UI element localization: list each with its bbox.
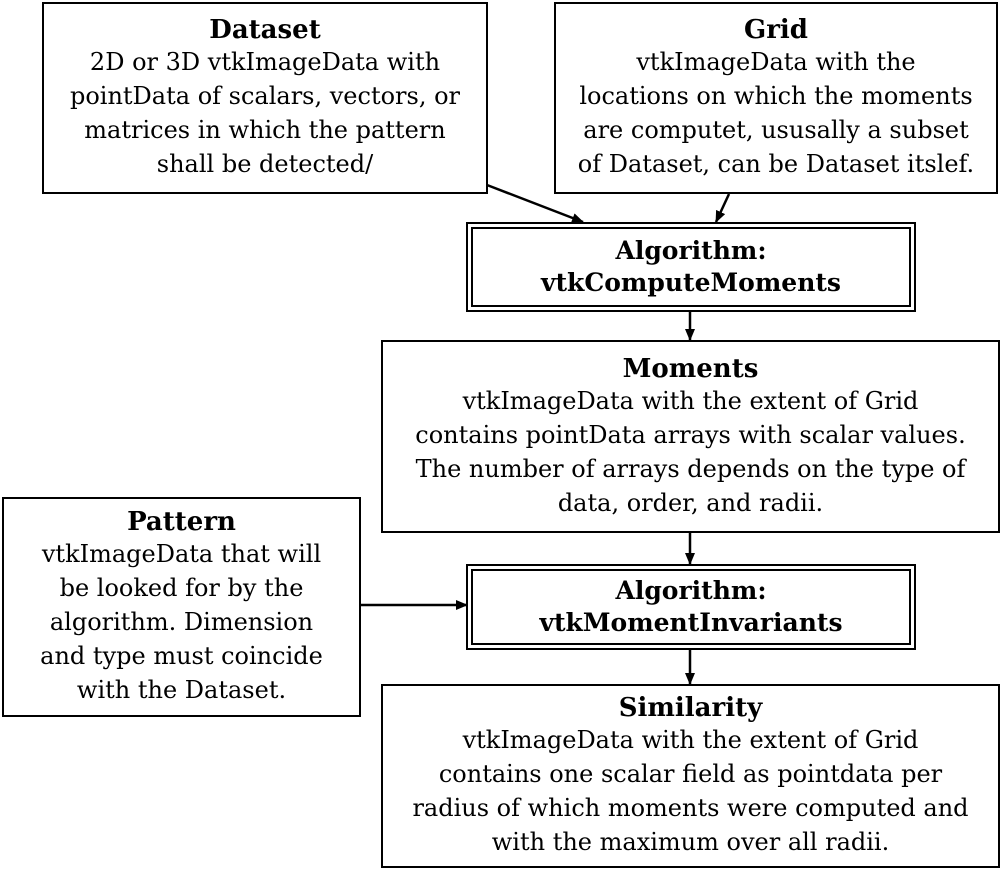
dataset-line-2: pointData of scalars, vectors, or: [69, 82, 461, 110]
similarity-title: Similarity: [618, 693, 763, 723]
arrow-grid-to-compute: [714, 193, 731, 223]
pattern-title: Pattern: [127, 507, 236, 537]
compute-line-1: Algorithm:: [615, 236, 767, 265]
pattern-line-2: be looked for by the: [59, 574, 304, 602]
dataset-title: Dataset: [209, 15, 321, 45]
similarity-node: Similarity vtkImageData with the extent …: [381, 684, 1000, 868]
grid-title: Grid: [744, 15, 808, 45]
grid-node: Grid vtkImageData with the locations on …: [554, 2, 998, 194]
dataset-line-3: matrices in which the pattern: [84, 116, 446, 144]
moment-invariants-node: Algorithm: vtkMomentInvariants: [466, 564, 916, 650]
moments-title: Moments: [622, 353, 759, 384]
pattern-node: Pattern vtkImageData that will be looked…: [2, 497, 361, 717]
grid-line-2: locations on which the moments: [579, 82, 973, 110]
similarity-line-3: radius of which moments were computed an…: [412, 794, 969, 822]
invariants-line-2: vtkMomentInvariants: [539, 608, 843, 637]
dataset-line-1: 2D or 3D vtkImageData with: [89, 48, 441, 76]
dataset-node: Dataset 2D or 3D vtkImageData with point…: [42, 2, 488, 194]
similarity-line-1: vtkImageData with the extent of Grid: [462, 726, 919, 754]
pattern-line-4: and type must coincide: [40, 642, 323, 670]
similarity-line-4: with the maximum over all radii.: [491, 828, 890, 856]
grid-line-1: vtkImageData with the: [636, 48, 916, 76]
pattern-line-1: vtkImageData that will: [41, 540, 322, 568]
grid-line-3: are computet, ususally a subset: [583, 116, 969, 144]
pattern-line-3: algorithm. Dimension: [49, 608, 314, 636]
arrow-dataset-to-compute: [486, 183, 584, 224]
compute-line-2: vtkComputeMoments: [540, 268, 842, 297]
invariants-line-1: Algorithm:: [615, 576, 767, 605]
dataset-line-4: shall be detected/: [156, 150, 374, 178]
moments-node: Moments vtkImageData with the extent of …: [381, 340, 1000, 533]
grid-line-4: of Dataset, can be Dataset itslef.: [577, 150, 975, 178]
moments-line-2: contains pointData arrays with scalar va…: [415, 420, 966, 449]
moments-line-3: The number of arrays depends on the type…: [415, 454, 966, 483]
similarity-line-2: contains one scalar field as pointdata p…: [438, 760, 943, 788]
pattern-line-5: with the Dataset.: [76, 676, 287, 704]
compute-moments-node: Algorithm: vtkComputeMoments: [466, 222, 916, 312]
moments-line-4: data, order, and radii.: [557, 488, 824, 517]
moments-line-1: vtkImageData with the extent of Grid: [462, 386, 919, 415]
